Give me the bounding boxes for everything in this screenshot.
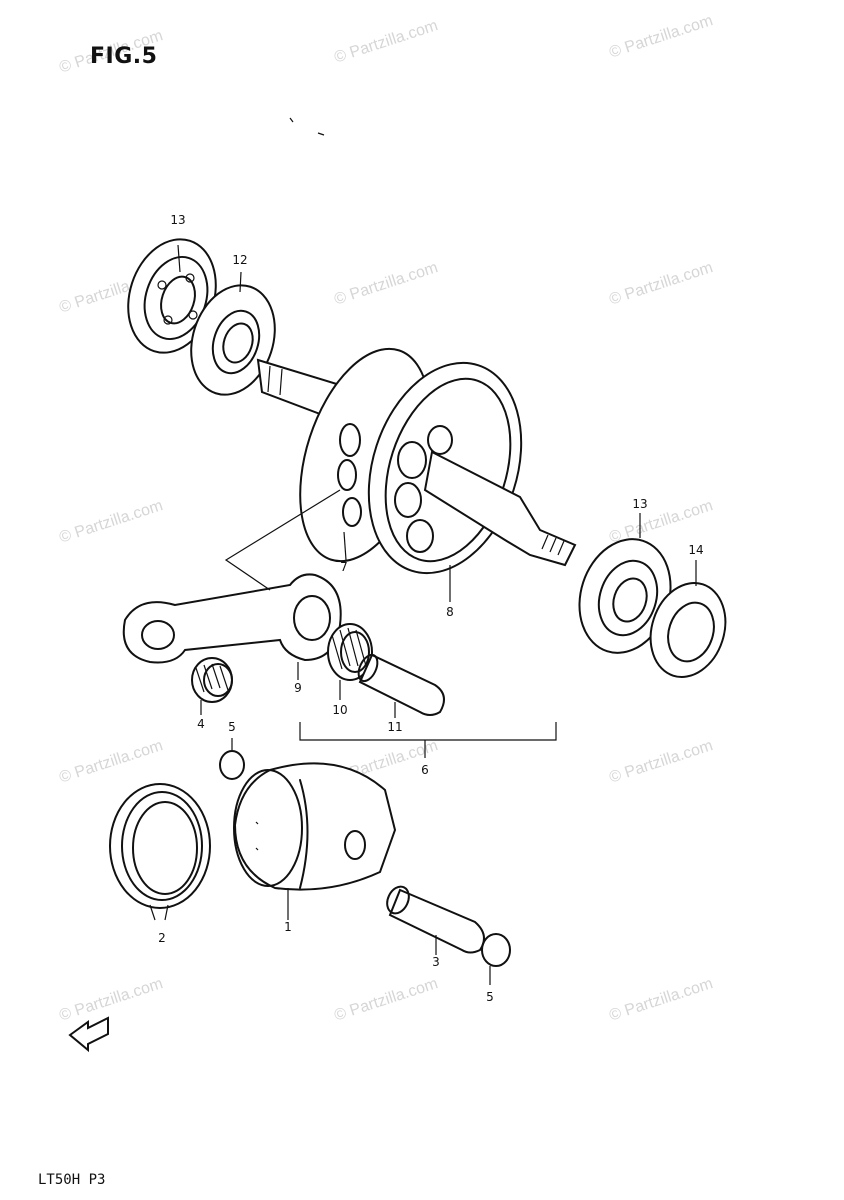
bearing-12 <box>190 271 276 396</box>
callout-3: 3 <box>432 955 440 969</box>
callout-5-upper: 5 <box>228 720 236 734</box>
big-end-bearing-10 <box>327 623 373 700</box>
callout-12: 12 <box>232 253 248 267</box>
piston-rings-2 <box>109 783 211 921</box>
circlip-5-lower <box>481 933 511 967</box>
small-end-bearing-4 <box>191 657 233 715</box>
piston-pin-3 <box>386 885 485 955</box>
crankshaft-right-shaft <box>423 450 577 567</box>
oil-seal-14 <box>649 560 727 678</box>
callout-5-lower: 5 <box>486 990 494 1004</box>
leader-line-7 <box>224 489 341 591</box>
model-code: LT50H P3 <box>38 1172 106 1188</box>
bearing-13-right <box>578 513 672 654</box>
callout-1: 1 <box>284 920 292 934</box>
callout-6: 6 <box>421 763 429 777</box>
callout-13-right: 13 <box>632 497 648 511</box>
circlip-5-upper <box>219 750 245 780</box>
callout-9: 9 <box>294 681 302 695</box>
assembly-bracket-6 <box>299 722 557 741</box>
callout-2: 2 <box>158 931 166 945</box>
forward-arrow-icon <box>68 1016 109 1053</box>
callout-14: 14 <box>688 543 704 557</box>
callout-7: 7 <box>340 560 348 574</box>
connecting-rod-9 <box>122 573 342 680</box>
crank-pin-11 <box>357 653 445 718</box>
callout-4: 4 <box>197 717 205 731</box>
figure-title: FIG.5 <box>90 44 158 69</box>
callout-11: 11 <box>387 720 403 734</box>
callout-8: 8 <box>446 605 454 619</box>
callout-10: 10 <box>332 703 348 717</box>
piston-1 <box>233 762 397 920</box>
callout-13-top: 13 <box>170 213 186 227</box>
